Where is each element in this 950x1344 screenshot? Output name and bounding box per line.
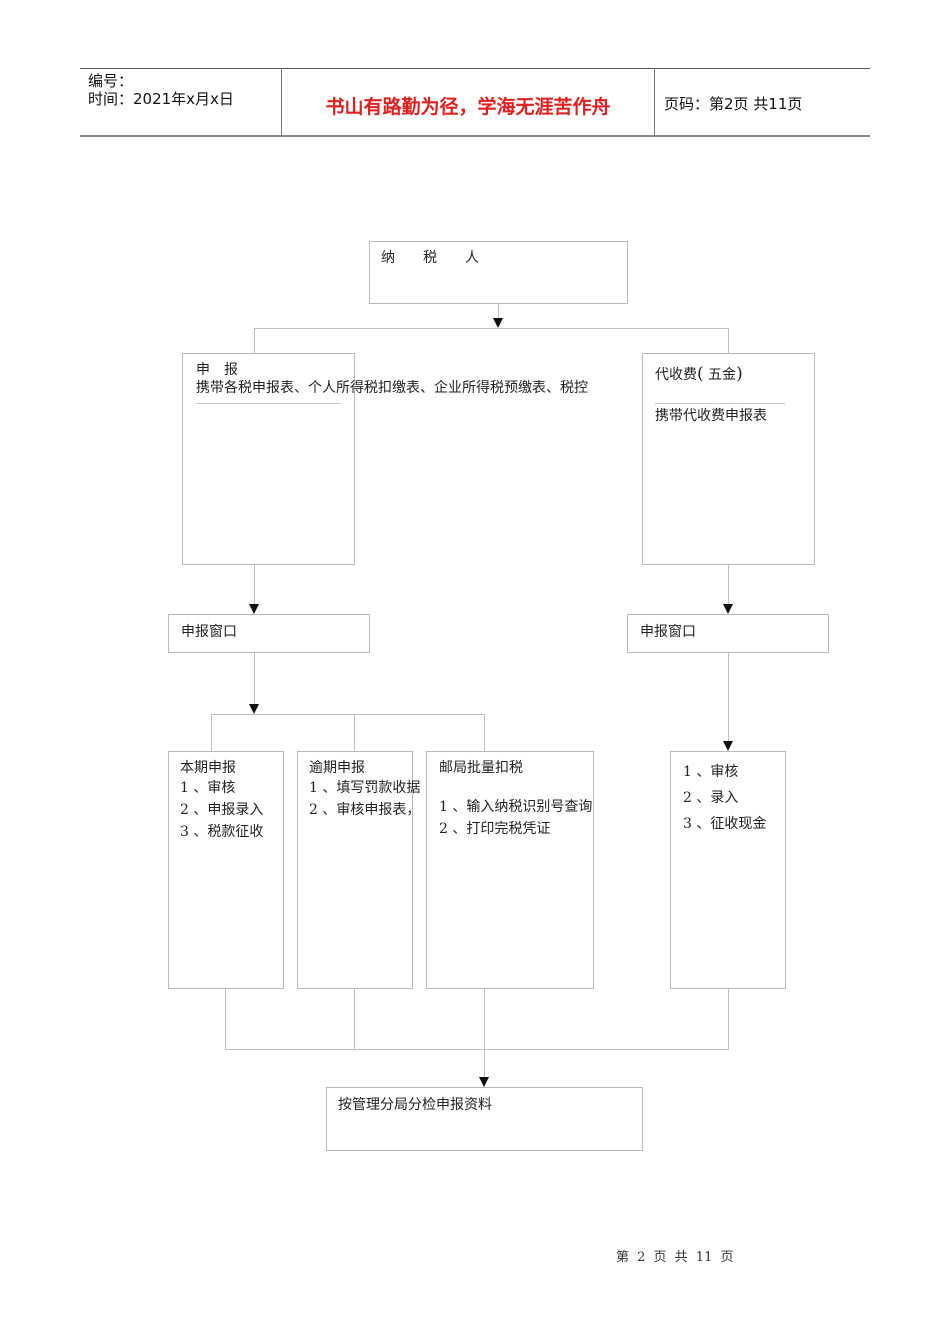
connector — [728, 988, 729, 1050]
page-footer: 第 2 页 共 11 页 — [616, 1250, 734, 1265]
document-date: 时间：2021年x月x日 — [88, 90, 234, 108]
connector — [225, 1049, 729, 1050]
page-indicator: 页码：第2页 共11页 — [664, 95, 803, 113]
window-left-label: 申报窗口 — [181, 624, 237, 640]
connector — [211, 714, 485, 715]
connector — [728, 652, 729, 742]
current-period-step: 3 、税款征收 — [180, 824, 264, 840]
sort-box: 按管理分局分检申报资料 — [326, 1087, 643, 1151]
paren-close: ) — [736, 364, 743, 384]
cash-step: 3 、征收现金 — [683, 816, 767, 832]
current-period-box: 本期申报 1 、审核 2 、申报录入 3 、税款征收 — [168, 751, 284, 989]
post-batch-step: 2 、打印完税凭证 — [439, 821, 551, 837]
declare-title: 申 报 — [196, 362, 238, 378]
collect-fees-paren-content: 五金 — [708, 367, 737, 383]
arrow-down-icon — [493, 318, 503, 328]
header-bottom-rule — [80, 135, 870, 137]
arrow-down-icon — [479, 1077, 489, 1087]
connector — [484, 988, 485, 1077]
connector — [728, 328, 729, 353]
collect-fees-description: 携带代收费申报表 — [655, 408, 767, 424]
post-batch-box: 邮局批量扣税 1 、输入纳税识别号查询 2 、打印完税凭证 — [426, 751, 594, 989]
current-period-title: 本期申报 — [180, 760, 236, 776]
connector — [354, 988, 355, 1050]
header-top-rule — [80, 68, 870, 69]
header-divider — [654, 68, 655, 136]
divider — [196, 403, 341, 404]
connector — [211, 714, 212, 751]
window-left-box: 申报窗口 — [168, 614, 370, 653]
sort-label: 按管理分局分检申报资料 — [338, 1097, 492, 1113]
connector — [354, 714, 355, 751]
connector — [254, 652, 255, 705]
post-batch-step: 1 、输入纳税识别号查询 — [439, 799, 593, 815]
overdue-title: 逾期申报 — [309, 760, 365, 776]
connector — [225, 988, 226, 1050]
motto: 书山有路勤为径，学海无涯苦作舟 — [325, 96, 611, 118]
cash-step: 2 、录入 — [683, 790, 739, 806]
declare-box: 申 报 携带各税申报表、个人所得税扣缴表、企业所得税预缴表、税控 — [182, 353, 588, 565]
arrow-down-icon — [249, 704, 259, 714]
window-right-label: 申报窗口 — [640, 624, 696, 640]
header-divider — [281, 68, 282, 136]
connector — [254, 328, 255, 353]
connector — [254, 328, 729, 329]
arrow-down-icon — [723, 741, 733, 751]
divider — [655, 403, 785, 404]
arrow-down-icon — [723, 604, 733, 614]
cash-collection-box: 1 、审核 2 、录入 3 、征收现金 — [670, 751, 786, 989]
collect-fees-title-text: 代收费 — [655, 367, 697, 383]
arrow-down-icon — [249, 604, 259, 614]
current-period-step: 1 、审核 — [180, 780, 236, 796]
current-period-step: 2 、申报录入 — [180, 802, 264, 818]
declare-description: 携带各税申报表、个人所得税扣缴表、企业所得税预缴表、税控 — [196, 380, 588, 396]
post-batch-title: 邮局批量扣税 — [439, 760, 523, 776]
cash-step: 1 、审核 — [683, 764, 739, 780]
collect-fees-box: 代收费( 五金) 携带代收费申报表 — [642, 353, 815, 565]
connector — [728, 565, 729, 605]
window-right-box: 申报窗口 — [627, 614, 829, 653]
connector — [484, 714, 485, 751]
connector — [254, 565, 255, 605]
overdue-step: 2 、审核申报表， — [309, 802, 421, 818]
overdue-step: 1 、填写罚款收据 — [309, 780, 421, 796]
overdue-box: 逾期申报 1 、填写罚款收据 2 、审核申报表， — [297, 751, 420, 989]
taxpayer-box: 纳 税 人 — [369, 241, 628, 304]
paren-open: ( — [697, 364, 704, 384]
document-number: 编号： — [88, 72, 134, 90]
collect-fees-title: 代收费( 五金) — [655, 364, 743, 385]
connector — [498, 303, 499, 319]
taxpayer-label: 纳 税 人 — [381, 250, 479, 266]
